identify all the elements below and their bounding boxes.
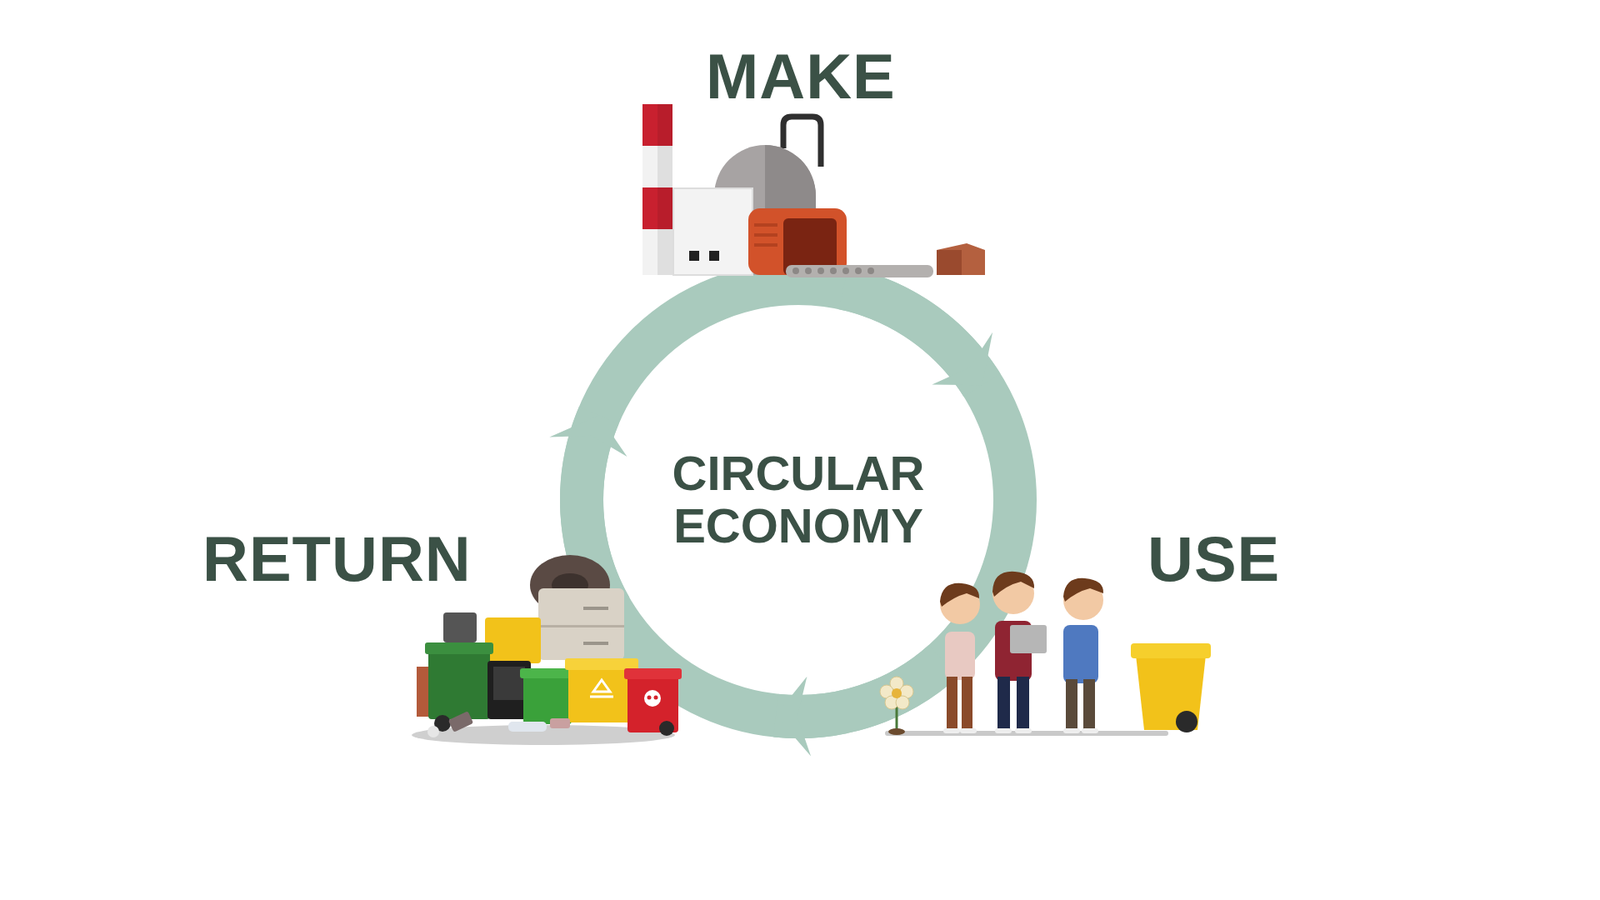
stage-node: MAKE <box>705 41 896 112</box>
arrow-head <box>931 332 993 386</box>
stage-node: USE <box>1147 524 1280 595</box>
cycle-arrow <box>843 288 982 386</box>
arrow-head <box>549 415 627 457</box>
stage-label: MAKE <box>705 41 896 112</box>
arrow-head <box>775 676 811 757</box>
center-title: CIRCULAR ECONOMY <box>631 447 965 552</box>
people <box>880 571 1211 736</box>
stage-label: RETURN <box>202 524 472 595</box>
stage-label: USE <box>1147 524 1280 595</box>
stage-node: RETURN <box>202 524 472 595</box>
ring-band <box>581 283 1015 717</box>
factory <box>642 104 985 278</box>
